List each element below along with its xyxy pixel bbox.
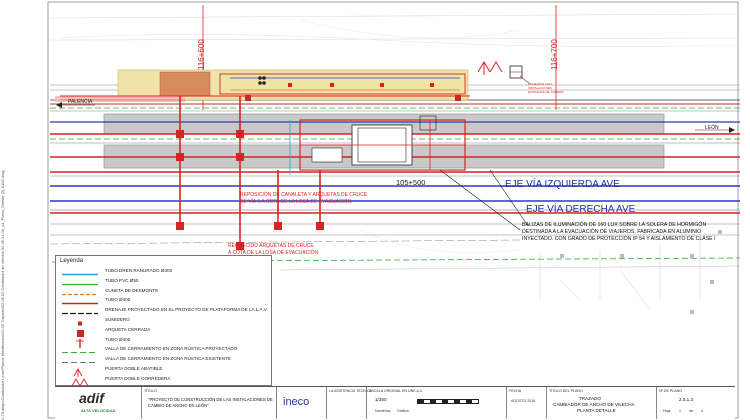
legend-symbol-icon [60, 295, 100, 305]
legend-symbol-icon [60, 305, 100, 315]
legend-symbol-icon [60, 364, 100, 377]
adif-subtitle: ALTA VELOCIDAD [81, 408, 116, 413]
legend-item: TUBO Ø400 [60, 295, 268, 305]
legend-label: TUBO Ø400 [105, 336, 131, 342]
legend-symbol-icon [60, 325, 100, 337]
pk-left-label: 116+600 [197, 39, 206, 70]
legend-label: SUMIDERO [105, 317, 130, 322]
legend-item: TUBO DREN RANURADO Ø300 [60, 266, 268, 276]
graphic-label: Gráfica [397, 409, 409, 413]
legend-symbol-icon [60, 315, 100, 326]
file-path: C:\Trabajo\Cambiador Leon\Planos Modific… [0, 170, 5, 420]
orange-building [159, 71, 211, 97]
plan-title-label: TÍTULO DEL PLANO [549, 389, 583, 393]
red-pipes [179, 96, 321, 246]
legend-symbol-icon [60, 335, 100, 348]
axis-right-label: EJE VÍA DERECHA AVE [526, 204, 636, 215]
plan-title-3: PLANTA DETALLE [577, 408, 616, 413]
sheet-number: 1 [679, 409, 681, 413]
note-recrecido: RECRECIDO ARQUETAS DE CRUCE A COTA DE LA… [228, 243, 319, 256]
legend-label: DRENAJE PROYECTADO EN EL PROYECTO DE PLA… [105, 307, 268, 313]
assistance-label: LA ASISTENCIA TÉCNICA [329, 389, 372, 393]
legend-symbol-icon [60, 276, 100, 285]
arrow-leon [729, 127, 735, 133]
legend-item: TUBO PVC Ø50 [60, 276, 268, 285]
plan-number: 2.5.1.3 [679, 397, 694, 402]
legend-symbol-icon [60, 374, 100, 387]
scale-value: 1/250 [375, 397, 387, 402]
title-cell: TÍTULO "PROYECTO DE CONSTRUCCIÓN DE LAS … [141, 387, 277, 419]
project-title: "PROYECTO DE CONSTRUCCIÓN DE LAS INSTALA… [148, 397, 273, 408]
sheet-total: 4 [701, 409, 703, 413]
plan-number-cell: Nº DE PLANO 2.5.1.3 Hoja 1 de 4 [656, 387, 735, 419]
arrow-palencia [56, 102, 62, 108]
scale-label: ESCALA ORIGINAL EN UNE A-3 [369, 389, 422, 393]
legend-item: TUBO Ø400 [60, 335, 268, 348]
axis-left-label: EJE VÍA IZQUIERDA AVE [505, 179, 620, 190]
legend-label: CUNETA DE DESMONTE [105, 287, 159, 293]
legend-label: VALLA DE CERRAMIENTO EN ZONA RÚSTICA PRO… [105, 346, 238, 352]
scale-cell: ESCALA ORIGINAL EN UNE A-3 1/250 Numéric… [366, 387, 507, 419]
logo-cell: adif ALTA VELOCIDAD [55, 387, 141, 419]
of-label: de [689, 409, 693, 413]
pk-right-label: 116+700 [550, 39, 559, 70]
legend-item: DRENAJE PROYECTADO EN EL PROYECTO DE PLA… [60, 305, 268, 315]
legend-item: VALLA DE CERRAMIENTO EN ZONA RÚSTICA PRO… [60, 344, 268, 354]
title-block: adif ALTA VELOCIDAD TÍTULO "PROYECTO DE … [55, 386, 735, 419]
legend-label: PUERTA DOBLE ABATIBLE [105, 366, 163, 371]
legend-label: PUERTA DOBLE CORREDERA [105, 375, 171, 381]
legend-title: Leyenda [60, 258, 84, 264]
note-balizas: BALIZAS DE ILUMINACIÓN DE 160 LUX SOBRE … [522, 222, 716, 242]
legend-item: ARQUETA CERRADA [60, 325, 268, 337]
ineco-cell: ineco [276, 387, 327, 419]
legend-label: TUBO DREN RANURADO Ø300 [105, 268, 173, 273]
plan-title-cell: TÍTULO DEL PLANO TRAZADO CAMBIADOR DE AN… [546, 387, 657, 419]
date-cell: FECHA AGOSTO 2016 [506, 387, 547, 419]
legend-item: PUERTA DOBLE CORREDERA [60, 374, 268, 387]
legend-symbol-icon [60, 286, 100, 295]
pk-axis-label: 105+500 [396, 178, 426, 187]
plan-number-label: Nº DE PLANO [659, 389, 683, 393]
adif-logo: adif [79, 390, 104, 406]
direction-palencia: PALENCIA [68, 99, 93, 105]
legend-symbol-icon [60, 266, 100, 276]
plan-title-1: TRAZADO [579, 396, 601, 401]
legend-label: ARQUETA CERRADA [105, 326, 151, 332]
assistance-cell: LA ASISTENCIA TÉCNICA [326, 387, 372, 419]
legend-item: SUMIDERO [60, 315, 268, 326]
date-label: FECHA [509, 389, 522, 393]
legend-item: VALLA DE CERRAMIENTO EN ZONA RÚSTICA EXI… [60, 354, 268, 364]
plan-title-2: CAMBIADOR DE ANCHO DE VILECHA [553, 402, 635, 407]
note-small: CONEXIÓN CON INSTALACIONES EXISTENTE DE … [528, 82, 564, 94]
legend-symbol-icon [60, 344, 100, 354]
direction-leon: LEÓN [705, 125, 719, 131]
note-canaleta: REPOSICIÓN DE CANALETA Y ARQUETAS DE CRU… [240, 192, 368, 205]
legend-label: TUBO Ø400 [105, 297, 131, 303]
scale-bar [417, 399, 479, 404]
legend-label: TUBO PVC Ø50 [105, 277, 139, 283]
sheet-label: Hoja [663, 409, 671, 413]
legend-label: VALLA DE CERRAMIENTO EN ZONA RÚSTICA EXI… [105, 356, 231, 362]
legend-symbol-icon [60, 354, 100, 364]
ineco-logo: ineco [283, 396, 310, 408]
date-value: AGOSTO 2016 [511, 399, 536, 403]
legend-item: CUNETA DE DESMONTE [60, 286, 268, 295]
gate-icon [477, 61, 503, 75]
numeric-label: Numérica [375, 409, 391, 413]
title-label: TÍTULO [144, 389, 157, 393]
legend-item: PUERTA DOBLE ABATIBLE [60, 364, 268, 377]
